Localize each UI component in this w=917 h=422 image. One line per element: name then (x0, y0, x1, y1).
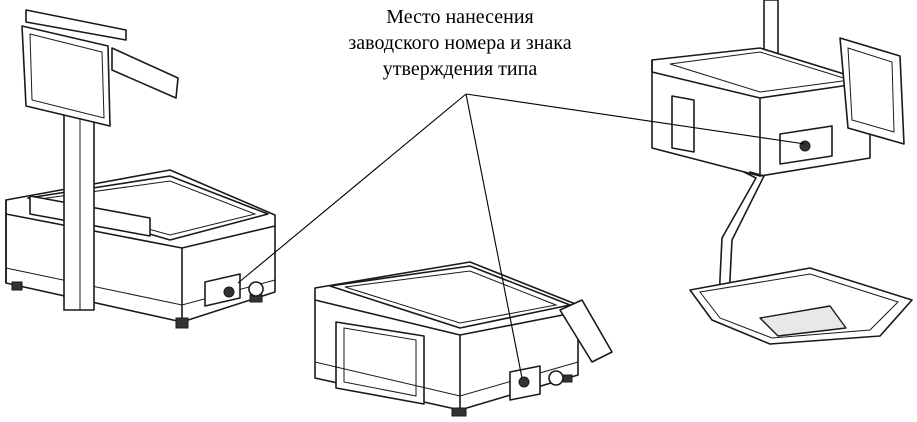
leader-to-middle-scale (465, 93, 523, 379)
compact-bench-scale (314, 261, 613, 417)
leader-to-hanging-scale (465, 93, 806, 145)
caption-line-3: утверждения типа (382, 58, 538, 80)
caption-line-2: заводского номера и знака (348, 32, 572, 54)
hanging-scale (651, 0, 913, 345)
annotation-caption: Место нанесения заводского номера и знак… (300, 4, 620, 82)
caption-line-1: Место нанесения (386, 6, 534, 28)
scale-with-pole-display (5, 9, 276, 329)
leader-lines (237, 93, 806, 379)
leader-to-left-scale (237, 93, 467, 284)
